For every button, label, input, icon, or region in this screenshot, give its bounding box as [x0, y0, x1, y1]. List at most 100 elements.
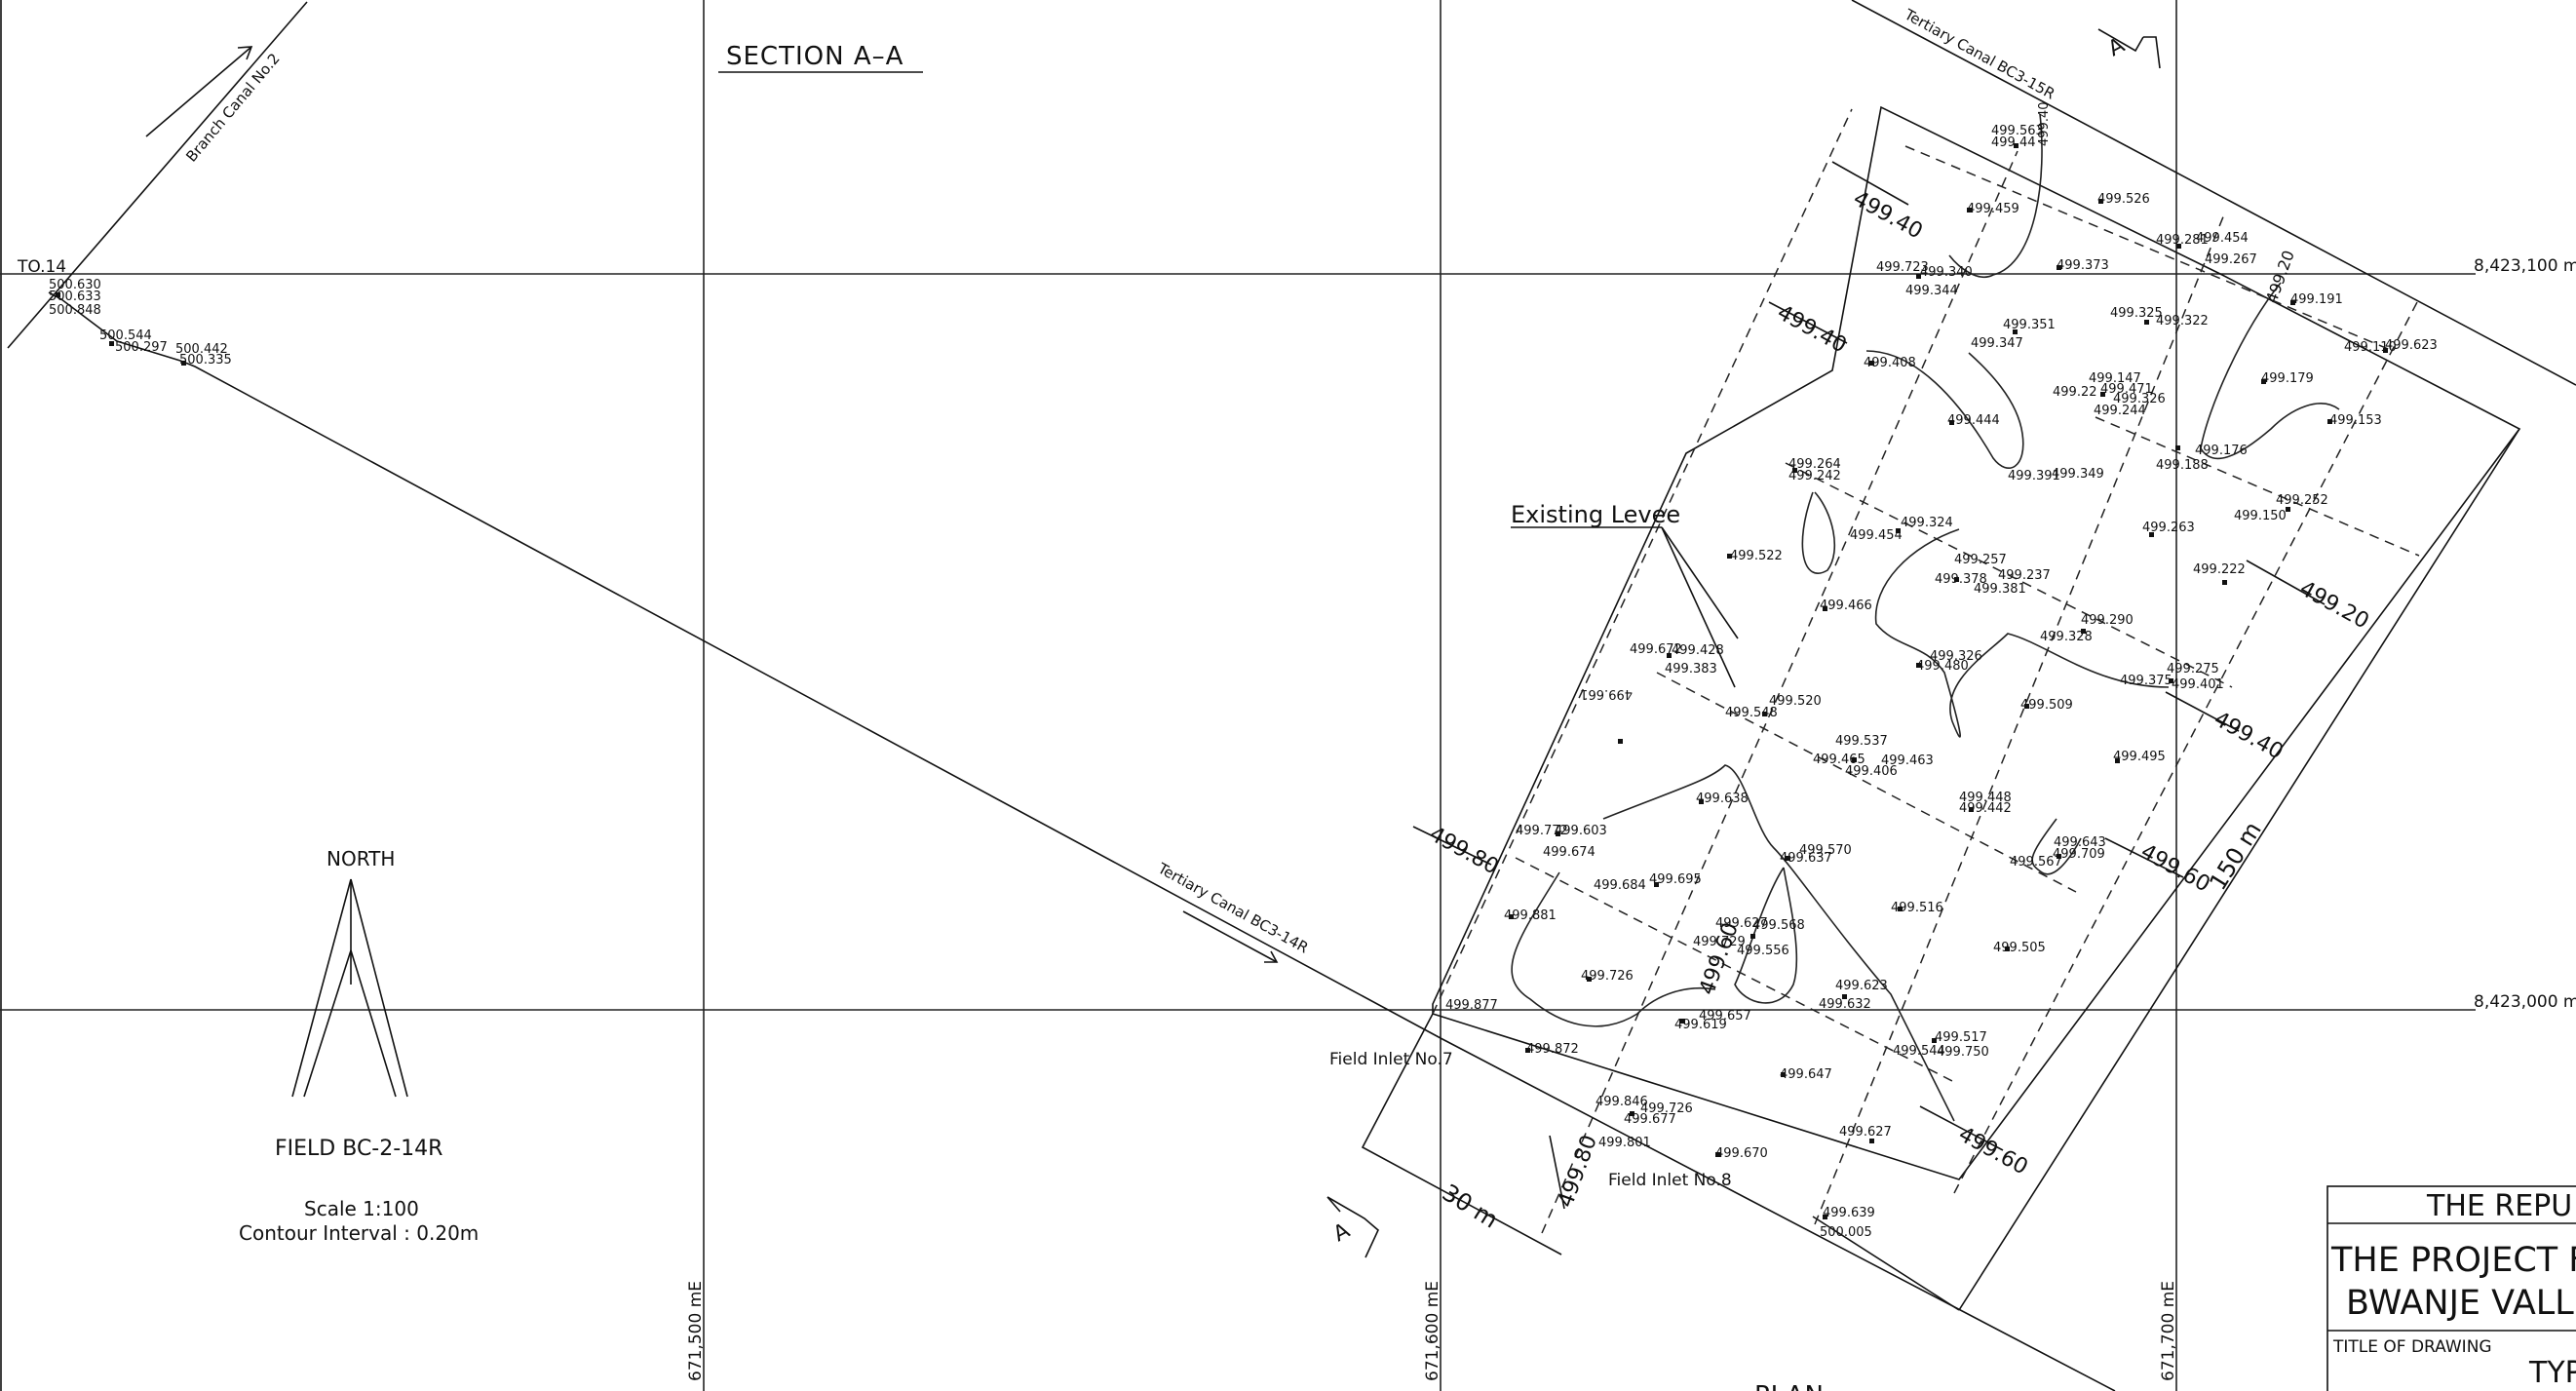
spot-level: 500.630: [49, 278, 101, 292]
spot-level: 499.567: [2010, 855, 2062, 869]
coordinate-grid: [0, 0, 2476, 1391]
spot-level: 499.661: [1580, 686, 1633, 701]
spot-level: 499.495: [2113, 750, 2166, 764]
section-marker-bottom: [1326, 1196, 1379, 1258]
spot-level: 499.516: [1891, 901, 1943, 915]
spot-level: 499.391: [2008, 469, 2060, 483]
tertiary-canal-14r-label: Tertiary Canal BC3-14R: [1154, 859, 1311, 956]
spot-level: 499.188: [2156, 458, 2209, 473]
branch-canal: [7, 1, 308, 349]
spot-level: 499.570: [1799, 843, 1852, 858]
spot-level: 499.444: [1947, 413, 2000, 428]
spot-level: 499.526: [2097, 192, 2150, 207]
spot-level: 499.695: [1649, 872, 1702, 887]
contour-lines: [1511, 113, 2340, 1122]
existing-levee-label: Existing Levee: [1511, 501, 1680, 528]
spot-level: 499.643: [2054, 835, 2106, 850]
north-arrow: [291, 878, 408, 1098]
spot-level: 499.351: [2003, 318, 2056, 332]
spot-level: 499.349: [2052, 467, 2104, 482]
grid-label-northing-2: 8,423,000 mN: [2474, 992, 2576, 1012]
spot-level: 499.340: [1920, 265, 1973, 280]
spot-level: 499.22: [2053, 385, 2097, 400]
grid-label-easting-3: 671,700 mE: [2159, 1281, 2178, 1381]
spot-level: 499.263: [2142, 521, 2195, 535]
section-marker-top: [2097, 28, 2161, 69]
spot-level: 499.463: [1881, 753, 1934, 768]
contour-label: 499.40: [1773, 300, 1850, 358]
spot-level: 500.442: [175, 342, 228, 357]
spot-level: 499.324: [1901, 516, 1953, 530]
spot-level: 500.335: [179, 353, 232, 367]
spot-level: 499.428: [1672, 643, 1724, 658]
spot-level: 499.442: [1959, 801, 2012, 816]
spot-level: 499.677: [1624, 1112, 1676, 1127]
title-block-title-label: TITLE OF DRAWING: [2332, 1337, 2492, 1357]
spot-level: 499.322: [2156, 314, 2209, 328]
spot-level: 499.639: [1823, 1206, 1875, 1220]
spot-level: 499.326: [2113, 392, 2166, 406]
title-block-project-line2: BWANJE VALLEY: [2346, 1284, 2576, 1323]
spot-level: 499.505: [1993, 941, 2046, 955]
field-name-label: FIELD BC-2-14R: [275, 1137, 442, 1161]
spot-level: 499.264: [1788, 457, 1841, 472]
field-length-dimension: 150 m: [2204, 817, 2266, 895]
spot-level: 499.242: [1788, 469, 1841, 483]
plan-title: PLAN: [1754, 1381, 1825, 1391]
tertiary-canal-14r: [48, 291, 2116, 1391]
spot-level: 499.290: [2081, 613, 2134, 628]
spot-level: 499.709: [2053, 847, 2105, 862]
spot-level: 499.509: [2020, 698, 2073, 713]
spot-level: 499.325: [2110, 306, 2163, 321]
spot-level: 499.537: [1835, 734, 1888, 749]
spot-level: 499.522: [1730, 549, 1783, 563]
spot-level: 499.672: [1630, 642, 1682, 657]
spot-level: 499.347: [1971, 336, 2023, 351]
spot-level: 499.726: [1581, 969, 1634, 984]
spot-level: 499.471: [2100, 382, 2153, 397]
spot-level: 499.729: [1693, 935, 1746, 949]
spot-level: 499.222: [2193, 562, 2246, 577]
spot-level: 499.40: [2037, 102, 2052, 147]
spot-level-labels: 500.630 500.633 500.848 500.544 500.297 …: [49, 102, 2438, 1241]
contour-interval-label: Contour Interval : 0.20m: [239, 1221, 479, 1245]
spot-level: 499.281: [2156, 233, 2209, 248]
spot-level: 499.556: [1737, 944, 1789, 958]
spot-level: 499.544: [1893, 1044, 1945, 1059]
spot-level: 499.623: [2385, 338, 2438, 353]
scale-label: Scale 1:100: [304, 1197, 419, 1220]
spot-level: 499.801: [1598, 1136, 1651, 1150]
spot-level: 499.872: [1526, 1042, 1579, 1057]
spot-level: 499.632: [1819, 997, 1871, 1012]
field-width-dimension: 30 m: [1438, 1178, 1503, 1233]
spot-level: 499.191: [2290, 292, 2343, 307]
spot-level: 500.005: [1820, 1225, 1872, 1240]
spot-level: 499.448: [1959, 791, 2012, 805]
spot-level: 499.383: [1665, 662, 1717, 676]
spot-level: 500.297: [115, 340, 168, 355]
section-marker-bottom-label: A: [1329, 1218, 1354, 1247]
grid-label-northing-1: 8,423,100 mN: [2474, 256, 2576, 276]
spot-level: 499.563: [1991, 124, 2044, 138]
spot-level: 499.637: [1780, 851, 1832, 866]
to14-label: TO.14: [17, 257, 66, 277]
spot-level: 499.237: [1998, 568, 2051, 583]
tertiary-canal-15r-label: Tertiary Canal BC3-15R: [1901, 5, 2057, 102]
spot-level: 499.326: [1930, 649, 1982, 664]
spot-level: 499.44: [1991, 135, 2036, 150]
spot-level: 499.684: [1594, 878, 1646, 893]
spot-level: 499.150: [2234, 509, 2287, 523]
field-inlet-8-label: Field Inlet No.8: [1608, 1171, 1732, 1190]
spot-level: 499.176: [2195, 444, 2248, 458]
spot-level: 499.657: [1699, 1009, 1751, 1024]
spot-level: 499.373: [2057, 258, 2109, 273]
spot-level: 499.480: [1916, 659, 1969, 674]
spot-level: 499.381: [1974, 582, 2026, 597]
spot-level: 499.454: [1850, 528, 1903, 543]
spot-level: 499.344: [1905, 284, 1958, 298]
spot-level-markers: [56, 143, 2388, 1219]
title-block-project-line1: THE PROJECT FO: [2330, 1241, 2576, 1280]
contour-label: 499.40: [2210, 707, 2287, 764]
section-title: SECTION A–A: [726, 42, 904, 71]
